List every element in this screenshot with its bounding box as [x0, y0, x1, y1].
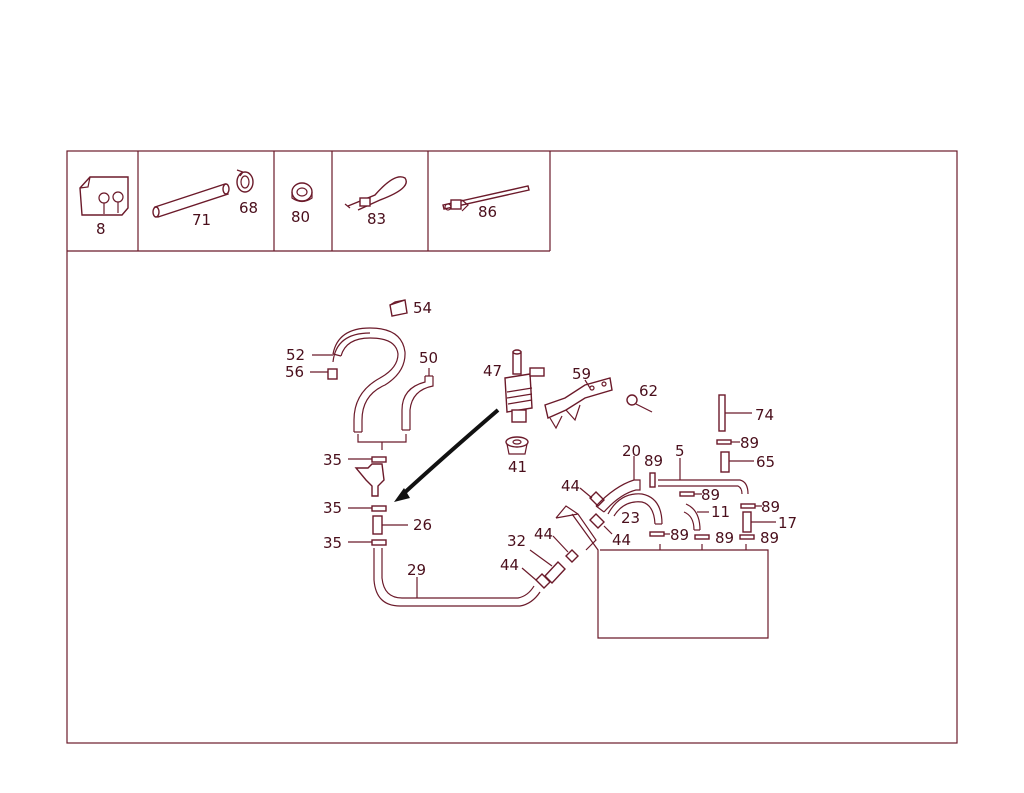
part-29-hose[interactable]	[373, 548, 541, 607]
callout-89-e: 89	[670, 526, 689, 544]
leader-32	[529, 549, 553, 567]
part-62-screw[interactable]	[626, 394, 653, 413]
callout-44-b: 44	[534, 525, 553, 543]
leader-59	[584, 379, 591, 389]
part-41-grommet[interactable]	[505, 436, 529, 455]
leader-44	[579, 487, 593, 499]
part-89-pin-c[interactable]	[679, 491, 695, 497]
part-44-sleeve-c[interactable]	[589, 491, 605, 507]
callout-44-c: 44	[561, 477, 580, 495]
part-32-hose[interactable]	[544, 560, 566, 585]
callout-35-top: 35	[323, 451, 342, 469]
callout-26: 26	[413, 516, 432, 534]
label-68: 68	[239, 199, 258, 217]
label-8: 8	[96, 220, 106, 238]
callout-89-d: 89	[761, 498, 780, 516]
part-89-pin-top[interactable]	[716, 439, 732, 445]
t-piece-connector[interactable]	[354, 463, 385, 497]
callout-44-a: 44	[500, 556, 519, 574]
part-35-connector-mid[interactable]	[371, 505, 387, 512]
part-59-bracket[interactable]	[544, 377, 613, 430]
part-71-hose[interactable]	[152, 183, 230, 218]
callout-50: 50	[419, 349, 438, 367]
part-20-hose[interactable]	[595, 479, 641, 513]
part-89-pin-g[interactable]	[739, 534, 755, 540]
part-68-clamp[interactable]	[236, 169, 254, 193]
label-71: 71	[192, 211, 211, 229]
callout-59: 59	[572, 365, 591, 383]
callout-54: 54	[413, 299, 432, 317]
callout-35-mid: 35	[323, 499, 342, 517]
part-83-cable-tie[interactable]	[344, 176, 407, 211]
part-89-pin-e[interactable]	[649, 531, 665, 537]
callout-47: 47	[483, 362, 502, 380]
callout-23: 23	[621, 509, 640, 527]
label-86: 86	[478, 203, 497, 221]
part-89-pin-f[interactable]	[694, 534, 710, 540]
leader-44	[603, 525, 613, 535]
leader-44	[552, 535, 569, 553]
callout-44-d: 44	[612, 531, 631, 549]
callout-32: 32	[507, 532, 526, 550]
callout-62: 62	[639, 382, 658, 400]
label-83: 83	[367, 210, 386, 228]
part-44-sleeve-b[interactable]	[565, 549, 579, 563]
callout-35-bottom: 35	[323, 534, 342, 552]
callout-56: 56	[285, 363, 304, 381]
callout-11: 11	[711, 503, 730, 521]
part-52-hose[interactable]	[332, 327, 406, 433]
callout-89-c: 89	[701, 486, 720, 504]
callout-29: 29	[407, 561, 426, 579]
part-65-hose[interactable]	[720, 451, 730, 473]
callout-74: 74	[755, 406, 774, 424]
callout-5: 5	[675, 442, 685, 460]
part-56-cap[interactable]	[327, 368, 338, 380]
callout-52: 52	[286, 346, 305, 364]
part-44-sleeve-a[interactable]	[535, 573, 551, 589]
part-89-pin-20[interactable]	[649, 472, 656, 488]
callout-20: 20	[622, 442, 641, 460]
part-26-hose[interactable]	[372, 515, 383, 535]
callout-89-g: 89	[760, 529, 779, 547]
diagram-frame	[66, 150, 958, 744]
fuel-tank[interactable]	[555, 505, 769, 639]
part-8-block[interactable]	[79, 176, 129, 216]
part-44-sleeve-d[interactable]	[589, 513, 605, 529]
part-50-hose[interactable]	[401, 375, 434, 431]
callout-41: 41	[508, 458, 527, 476]
part-89-pin-d[interactable]	[740, 503, 756, 509]
callout-65: 65	[756, 453, 775, 471]
label-80: 80	[291, 208, 310, 226]
assembly-arrow	[394, 408, 500, 502]
part-35-connector-bottom[interactable]	[371, 539, 387, 546]
part-35-connector-top[interactable]	[371, 456, 387, 463]
assembly-bracket	[357, 434, 407, 450]
part-54-bracket[interactable]	[389, 299, 408, 317]
callout-17: 17	[778, 514, 797, 532]
part-23-hose[interactable]	[607, 493, 663, 525]
part-17-hose[interactable]	[742, 511, 752, 533]
callout-89-top: 89	[740, 434, 759, 452]
part-5-pipe[interactable]	[658, 479, 749, 495]
part-86-cable-tie-clip[interactable]	[442, 185, 530, 212]
part-80-grommet[interactable]	[291, 182, 313, 203]
callout-89-b: 89	[644, 452, 663, 470]
part-11-hose[interactable]	[683, 503, 701, 531]
callout-89-f: 89	[715, 529, 734, 547]
leader-44	[521, 567, 537, 581]
part-74-rod[interactable]	[718, 394, 726, 432]
part-47-filter[interactable]	[504, 349, 545, 423]
